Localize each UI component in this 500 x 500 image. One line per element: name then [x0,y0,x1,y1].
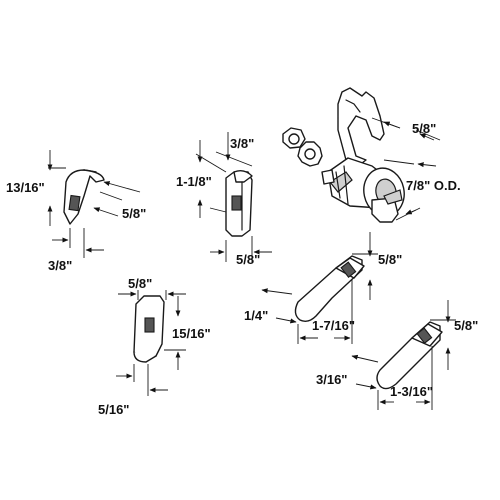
cam2-height-label: 1-1/8" [176,174,212,189]
cam5-length-label: 1-3/16" [390,384,433,399]
cam3-width-label: 5/8" [128,276,152,291]
cam4-width-label: 5/8" [378,252,402,267]
cam5-offset-label: 3/16" [316,372,347,387]
hex-nut [282,127,306,149]
cam-4-long [294,255,365,323]
cam5-width-label: 5/8" [454,318,478,333]
retaining-clip [337,87,385,167]
cam-3-short [133,295,165,363]
cam-1-offset [63,169,105,225]
cam4-length-label: 1-7/16" [312,318,355,333]
dimension-lines [47,117,456,410]
cam2-width-label: 5/8" [236,252,260,267]
lock-washer [297,141,323,167]
lock-length-label: 5/8" [412,121,436,136]
cam3-length-label: 15/16" [172,326,211,341]
cam-lock-assembly [282,87,405,223]
cam3-offset-label: 5/16" [98,402,129,417]
cam1-height-label: 13/16" [6,180,45,195]
cam2-offset-label: 3/8" [230,136,254,151]
cam-5-medium [376,321,443,390]
dimension-labels: 13/16" 5/8" 3/8" 3/8" 1-1/8" 5/8" 5/8" 1… [6,121,478,417]
cam1-length-label: 5/8" [122,206,146,221]
lock-diameter-label: 7/8" O.D. [406,178,461,193]
cam4-offset-label: 1/4" [244,308,268,323]
key [371,189,403,223]
cam-2-straight [225,169,253,237]
cam1-width-label: 3/8" [48,258,72,273]
